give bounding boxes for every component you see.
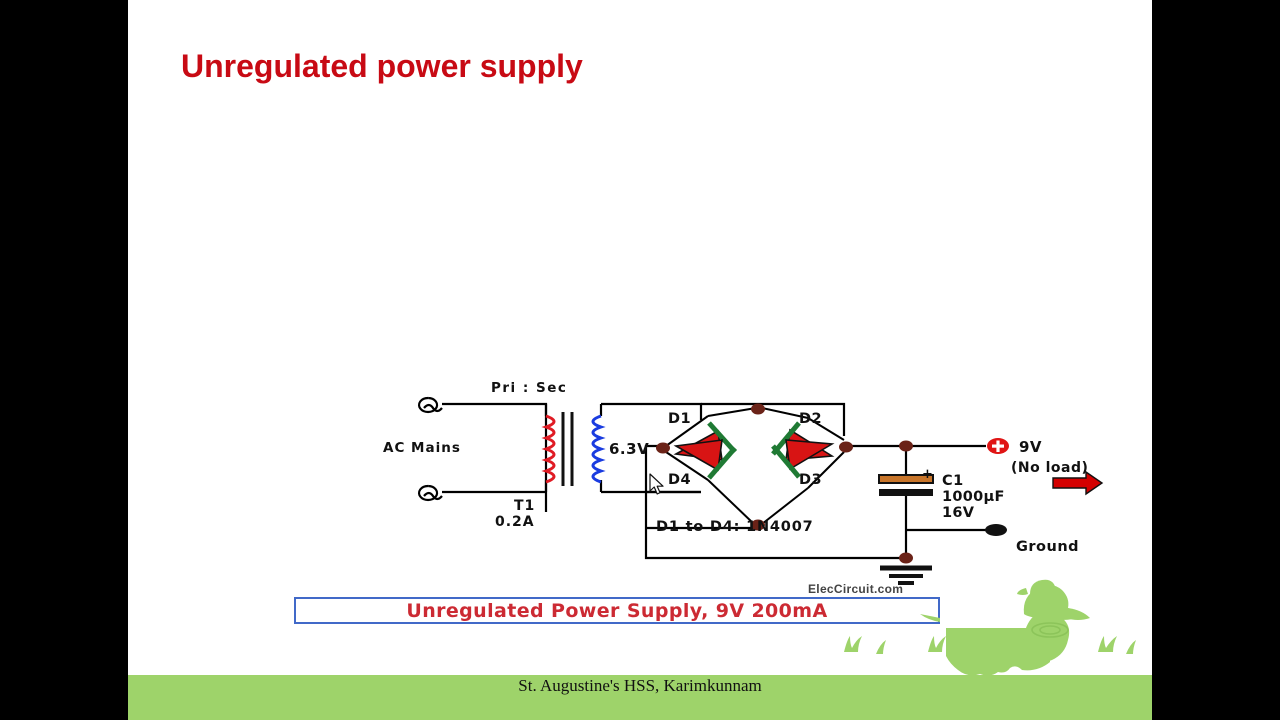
log-twig [920,614,940,622]
stump-rings [1031,622,1069,638]
output-terminal-positive [987,438,1009,454]
footer-band [128,675,1152,720]
letterbox-right [1152,0,1280,720]
diode-d4 [673,439,737,480]
label-capacitor-voltage: 16V [942,505,975,521]
grass-tuft-5 [1126,640,1136,654]
ground-symbol [880,565,932,585]
circuit-diagram: AC Mains Pri : Sec 6.3V T1 0.2A D1 D2 D3… [383,380,1104,585]
decoration-bird-on-log [844,579,1136,676]
bird-beak [1017,588,1028,595]
label-transformer-current: 0.2A [495,514,535,530]
footer-text: St. Augustine's HSS, Karimkunnam [518,676,762,695]
transformer-primary-coil [541,414,556,484]
grass-tuft-2 [876,640,886,654]
label-capacitor-ref: C1 [942,473,964,489]
transformer-core [561,412,574,486]
bridge-diamond-wires [665,407,845,525]
label-d4: D4 [668,472,691,488]
diode-d3 [771,439,835,479]
label-ac-mains: AC Mains [383,440,461,456]
bird-head [1030,579,1057,605]
capacitor-c1 [878,474,934,496]
grass-tuft-1 [844,636,862,652]
label-d1: D1 [668,411,691,427]
transformer-secondary-coil [591,414,606,484]
label-output-condition: (No load) [1011,460,1088,476]
caption-box: Unregulated Power Supply, 9V 200mA [294,597,940,624]
grass-tuft-4 [1098,636,1117,652]
ground-terminal [985,524,1007,536]
label-ground: Ground [1016,539,1079,555]
label-secondary-voltage: 6.3V [609,440,649,458]
circuit-labels: AC Mains Pri : Sec 6.3V T1 0.2A D1 D2 D3… [383,380,1088,555]
letterbox-left [0,0,128,720]
label-capacitor-value: 1000µF [942,489,1005,505]
label-pri-sec: Pri : Sec [491,380,567,396]
watermark: ElecCircuit.com [808,582,904,596]
bird-tail [1066,608,1090,620]
page-title: Unregulated power supply [181,48,583,84]
label-diode-note: D1 to D4: 1N4007 [656,519,813,535]
circuit-junction-nodes [656,403,913,564]
caption-text: Unregulated Power Supply, 9V 200mA [406,599,828,622]
label-transformer-name: T1 [514,498,535,514]
slide-canvas: Unregulated power supply [128,0,1152,720]
label-output-voltage: 9V [1019,438,1042,456]
mouse-cursor [649,473,664,495]
label-d2: D2 [799,411,822,427]
load-direction-arrow [1052,470,1104,496]
label-d3: D3 [799,472,822,488]
ac-mains-terminals [417,396,443,502]
label-capacitor-polarity: + [922,467,933,482]
grass-tuft-3 [928,636,946,652]
